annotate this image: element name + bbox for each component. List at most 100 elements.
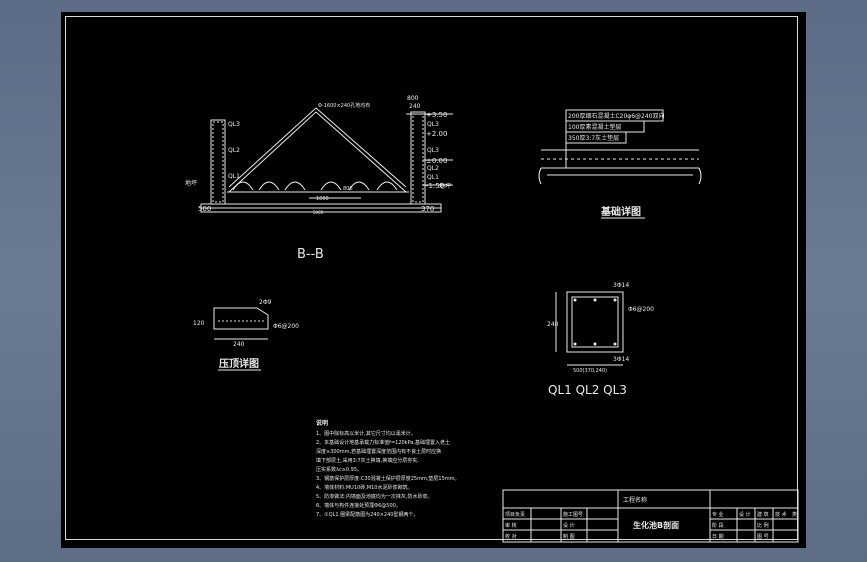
layer-box-3 xyxy=(565,131,627,144)
tb-cell: 校 对 xyxy=(505,533,517,540)
tb-meta: 日 期 xyxy=(712,534,724,540)
rebar-dot xyxy=(593,298,597,302)
beam-outline xyxy=(566,291,624,353)
rebar-dot xyxy=(613,298,617,302)
arch xyxy=(320,181,342,191)
roof-slope-inner xyxy=(228,107,407,188)
ql1-left-label: QL1 xyxy=(228,173,240,180)
foundation-detail: 200厚细石混凝土C20φ6@240双向 100厚素混凝土垫层 350厚3:7灰… xyxy=(538,109,702,219)
tb-meta: 类 xyxy=(792,511,797,518)
inner-dim-1: 1000 xyxy=(316,196,329,202)
inner-dim-2: 800 xyxy=(343,186,353,192)
arch xyxy=(348,181,370,191)
tb-meta: 阶 段 xyxy=(712,522,724,529)
section-caption: B--B xyxy=(297,247,324,262)
span-dim: 5000 xyxy=(313,210,324,215)
layer-1: 200厚细石混凝土C20φ6@240双向 xyxy=(568,112,665,120)
foundation-title: 基础详图 xyxy=(600,205,641,218)
break-left xyxy=(538,167,542,185)
arch xyxy=(258,181,280,191)
beam-section: 3Φ14 3Φ14 Φ6@200 240 500(370,240) QL1 QL… xyxy=(547,282,654,397)
project-label: 工程名称 xyxy=(623,496,647,504)
tb-meta: 比 例 xyxy=(757,522,769,529)
coping-side-dim: 120 xyxy=(193,320,205,327)
arch xyxy=(284,181,306,191)
layer-2: 100厚素混凝土垫层 xyxy=(568,123,621,131)
right-wall-hatch xyxy=(412,113,424,203)
cad-drawing: 1000 800 Φ-1600×240孔地均布 800 240 +3.50 +2… xyxy=(185,95,799,543)
ql2-left-label: QL2 xyxy=(228,147,240,154)
ql2-right-label: QL2 xyxy=(427,165,439,172)
beam-bottom-bar: 3Φ14 xyxy=(613,356,629,363)
note-line: 填下部层土,采用3:7灰土换填,换填应分层夯实, xyxy=(316,457,419,464)
drawing-border xyxy=(65,16,798,540)
note-line: 压实系数λc≥0.95。 xyxy=(316,466,362,473)
ql3-left-label: QL3 xyxy=(228,121,240,128)
level-200: +2.00 xyxy=(426,130,447,138)
tb-cell: 项目负责 xyxy=(505,511,525,518)
note-line: 7、①QL1 圈梁配筋图为240×240型钢两个。 xyxy=(316,511,418,518)
level-350: +3.50 xyxy=(426,111,447,119)
title-block-frame xyxy=(502,489,799,543)
tb-meta: 专 业 xyxy=(712,511,724,518)
left-wall xyxy=(210,119,226,205)
coping-width-dim: 240 xyxy=(233,341,245,348)
note-line: 5、防渗做法:内墙面及池底均为一次抹灰,防水砂浆。 xyxy=(316,493,432,500)
cad-canvas[interactable]: 1000 800 Φ-1600×240孔地均布 800 240 +3.50 +2… xyxy=(61,12,806,548)
tb-cell: 施工图号 xyxy=(563,511,583,518)
coping-top-dim: 2Φ9 xyxy=(259,299,272,306)
beam-width-dim: 500(370,240) xyxy=(573,368,607,374)
rebar-dot xyxy=(573,342,577,346)
ql3-right-label: QL3 xyxy=(427,147,439,154)
note-line: 3、钢筋保护层厚度:C30混凝土保护层厚度25mm,垫层15mm。 xyxy=(316,475,460,482)
coping-detail: 2Φ9 120 Φ6@200 240 压顶详图 xyxy=(193,299,299,371)
coping-title: 压顶详图 xyxy=(219,357,259,370)
beam-stirrup-label: Φ6@200 xyxy=(628,306,654,313)
notes-heading: 说明 xyxy=(316,419,328,427)
beam-caption: QL1 QL2 QL3 xyxy=(548,383,627,397)
beam-top-bar: 3Φ14 xyxy=(613,282,629,289)
note-line: 4、墙体材料:MU10砖,M10水泥砂浆砌筑。 xyxy=(316,484,412,491)
tb-cell: 设 计 xyxy=(563,522,575,529)
note-line: 6、墙体与构件连接处预埋Φ6@500。 xyxy=(316,502,401,509)
tb-meta: 建 筑 xyxy=(757,511,769,518)
beam-height-dim: 240 xyxy=(547,321,559,328)
arch xyxy=(232,181,254,191)
level-150: -1.50 xyxy=(426,182,444,190)
ql3-right-top-label: QL3 xyxy=(427,121,439,128)
right-tag: 地坪 xyxy=(439,182,451,190)
tb-meta: 技 术 xyxy=(775,511,787,518)
beam-stirrup xyxy=(571,296,619,348)
break-right xyxy=(698,167,702,185)
tb-meta: 设 计 xyxy=(739,511,751,518)
ql1-right-label: QL1 xyxy=(427,174,439,181)
rebar-dot xyxy=(613,342,617,346)
note-line: 深度≥300mm,若基础埋置深度范围内有不良土层时应换 xyxy=(316,448,441,455)
tb-cell: 审 核 xyxy=(505,522,517,529)
level-000: ±0.00 xyxy=(426,157,447,165)
coping-outline xyxy=(213,307,269,330)
left-tag: 地坪 xyxy=(185,179,197,187)
tb-cell: 制 图 xyxy=(563,533,575,540)
coping-rebar-label: Φ6@200 xyxy=(273,323,299,330)
rebar-dot xyxy=(593,342,597,346)
note-line: 1、图中除标高以米计,其它尺寸均以毫米计。 xyxy=(316,430,416,437)
section-b-b: 1000 800 Φ-1600×240孔地均布 800 240 +3.50 +2… xyxy=(185,95,453,262)
arch-row xyxy=(227,181,409,193)
drawing-name: 生化池B剖面 xyxy=(633,520,679,530)
roof-slope xyxy=(228,111,407,193)
layer-3: 350厚3:7灰土垫层 xyxy=(568,134,619,142)
top-dim: 800 xyxy=(407,95,419,102)
base-right-dim: 370 xyxy=(421,205,434,213)
note-line: 2、本基础设计地基承载力标准值f=120kPa,基础埋置入老土 xyxy=(316,439,450,446)
tb-meta: 图 号 xyxy=(757,534,769,540)
rebar-dot xyxy=(573,298,577,302)
arch xyxy=(376,181,398,191)
notes-block: 说明 1、图中除标高以米计,其它尺寸均以毫米计。 2、本基础设计地基承载力标准值… xyxy=(316,419,460,518)
dim-240: 240 xyxy=(409,103,421,110)
right-wall xyxy=(410,111,426,205)
title-block: 工程名称 项目负责 施工图号 审 核 设 计 校 对 制 图 生化池B剖面 专 … xyxy=(502,489,799,543)
left-wall-hatch xyxy=(212,121,224,203)
roof-bar-label: Φ-1600×240孔地均布 xyxy=(318,102,370,109)
base-left-dim: 500 xyxy=(198,205,211,213)
